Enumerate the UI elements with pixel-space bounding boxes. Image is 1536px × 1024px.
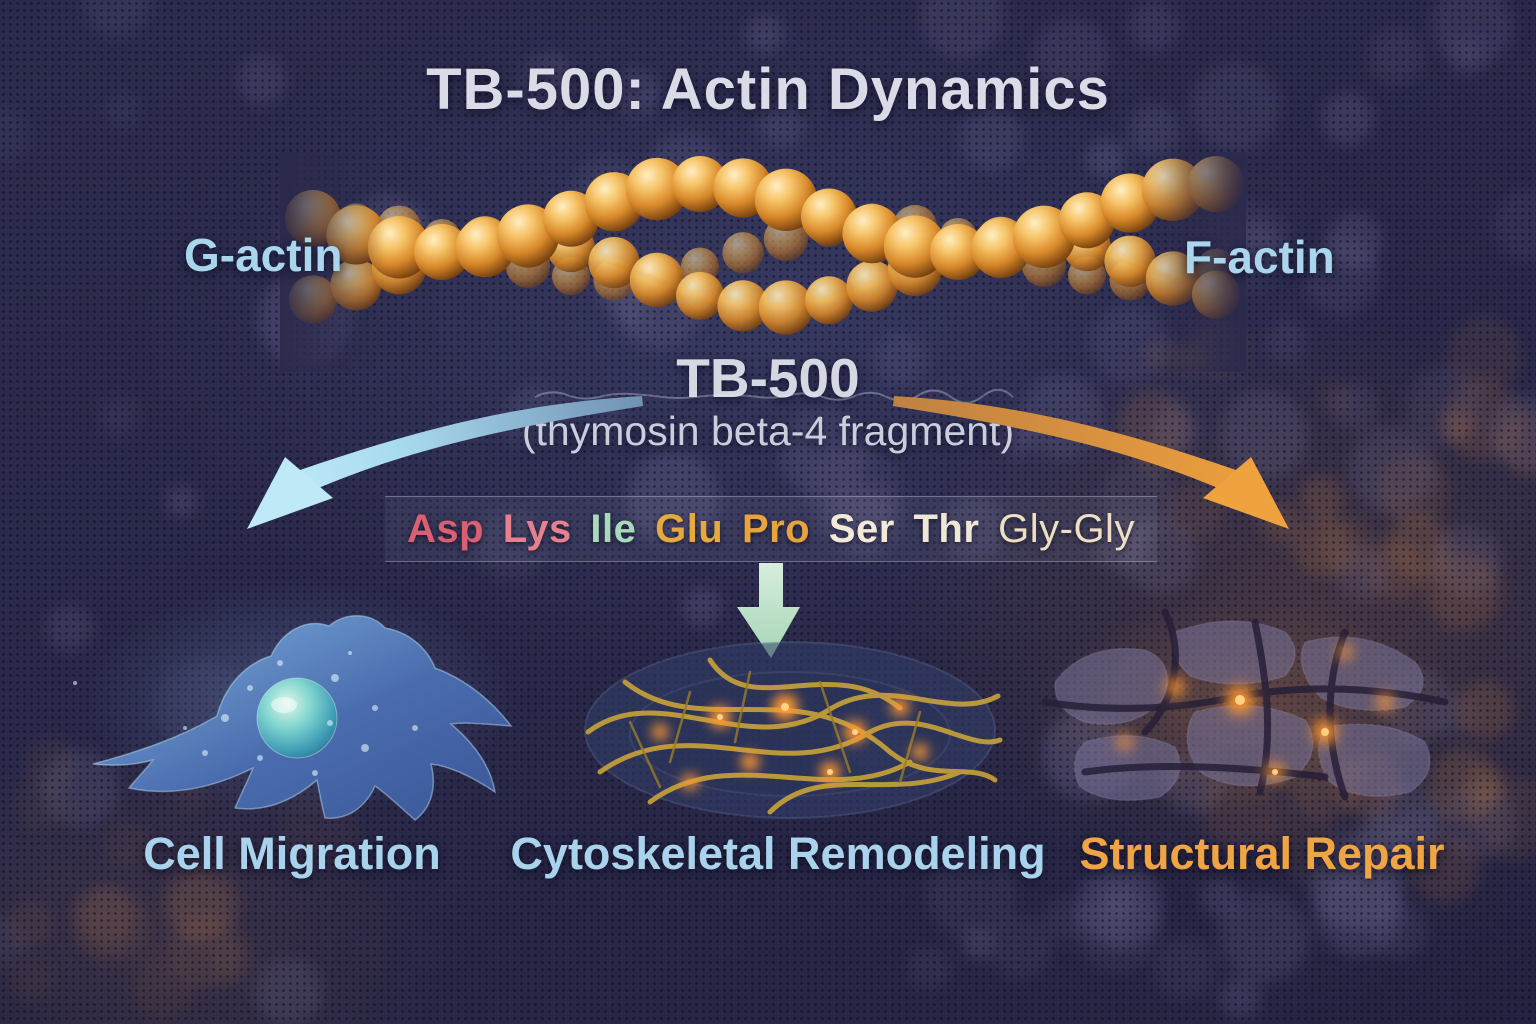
vignette-overlay xyxy=(0,0,1536,1024)
tb500-infographic: TB-500: Actin Dynamics G-actin F-acti xyxy=(0,0,1536,1024)
